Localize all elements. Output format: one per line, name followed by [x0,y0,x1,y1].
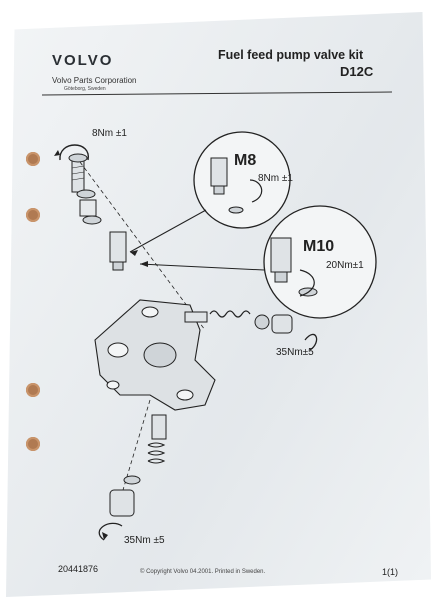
header-rule [41,91,393,96]
pump-housing [94,299,216,411]
page-number: 1(1) [382,567,399,577]
washer [82,215,102,225]
side-plug [271,314,293,334]
m8-torque-arrow [249,179,263,203]
m8-nipple [109,231,127,271]
m8-label: M8 [234,152,257,169]
top-bolt-torque: 8Nm ±1 [92,128,127,139]
m10-detail-circle [263,205,377,319]
paper-shading [6,12,431,597]
side-plug-torque: 35Nm±5 [276,347,314,358]
copyright-notice: © Copyright Volvo 04.2001. Printed in Sw… [140,569,266,575]
top-banjo-bolt [68,153,88,193]
engine-model: D12C [340,64,374,79]
m8-detail-circle [193,131,291,229]
m10-torque: 20Nm±1 [326,260,364,271]
leader-line [129,209,207,253]
side-washer [254,314,270,330]
bottom-plug-torque: 35Nm ±5 [124,535,165,546]
corporation-city: Göteborg, Sweden [64,86,106,92]
document-title: Fuel feed pump valve kit [218,48,364,62]
m10-torque-arrow [299,269,315,297]
m8-washer [228,206,244,214]
bottom-valve [151,414,167,440]
washer [76,189,96,199]
punch-hole [26,208,40,222]
instruction-sheet [6,12,431,597]
m10-label: M10 [303,238,335,255]
m8-detail-nipple [210,157,228,187]
bottom-torque-arrow [98,522,123,541]
m10-detail-nipple [270,237,292,273]
bottom-washer [123,475,141,485]
punch-hole [26,152,40,166]
banjo-fitting [79,199,97,217]
bottom-spring [147,442,166,464]
brand-logo: VOLVO [52,52,114,69]
torque-arrowhead [54,150,60,156]
leader-line [139,263,265,271]
side-spring [209,310,251,318]
part-number: 20441876 [58,564,99,574]
m8-torque: 8Nm ±1 [258,173,293,184]
punch-hole [26,383,40,397]
side-spring-seat [184,311,208,323]
bottom-plug [109,489,135,517]
side-torque-arrow [304,333,318,351]
corporation-name: Volvo Parts Corporation [52,76,137,85]
assembly-line [119,399,151,501]
torque-arrow-top [59,144,89,161]
punch-hole [26,437,40,451]
